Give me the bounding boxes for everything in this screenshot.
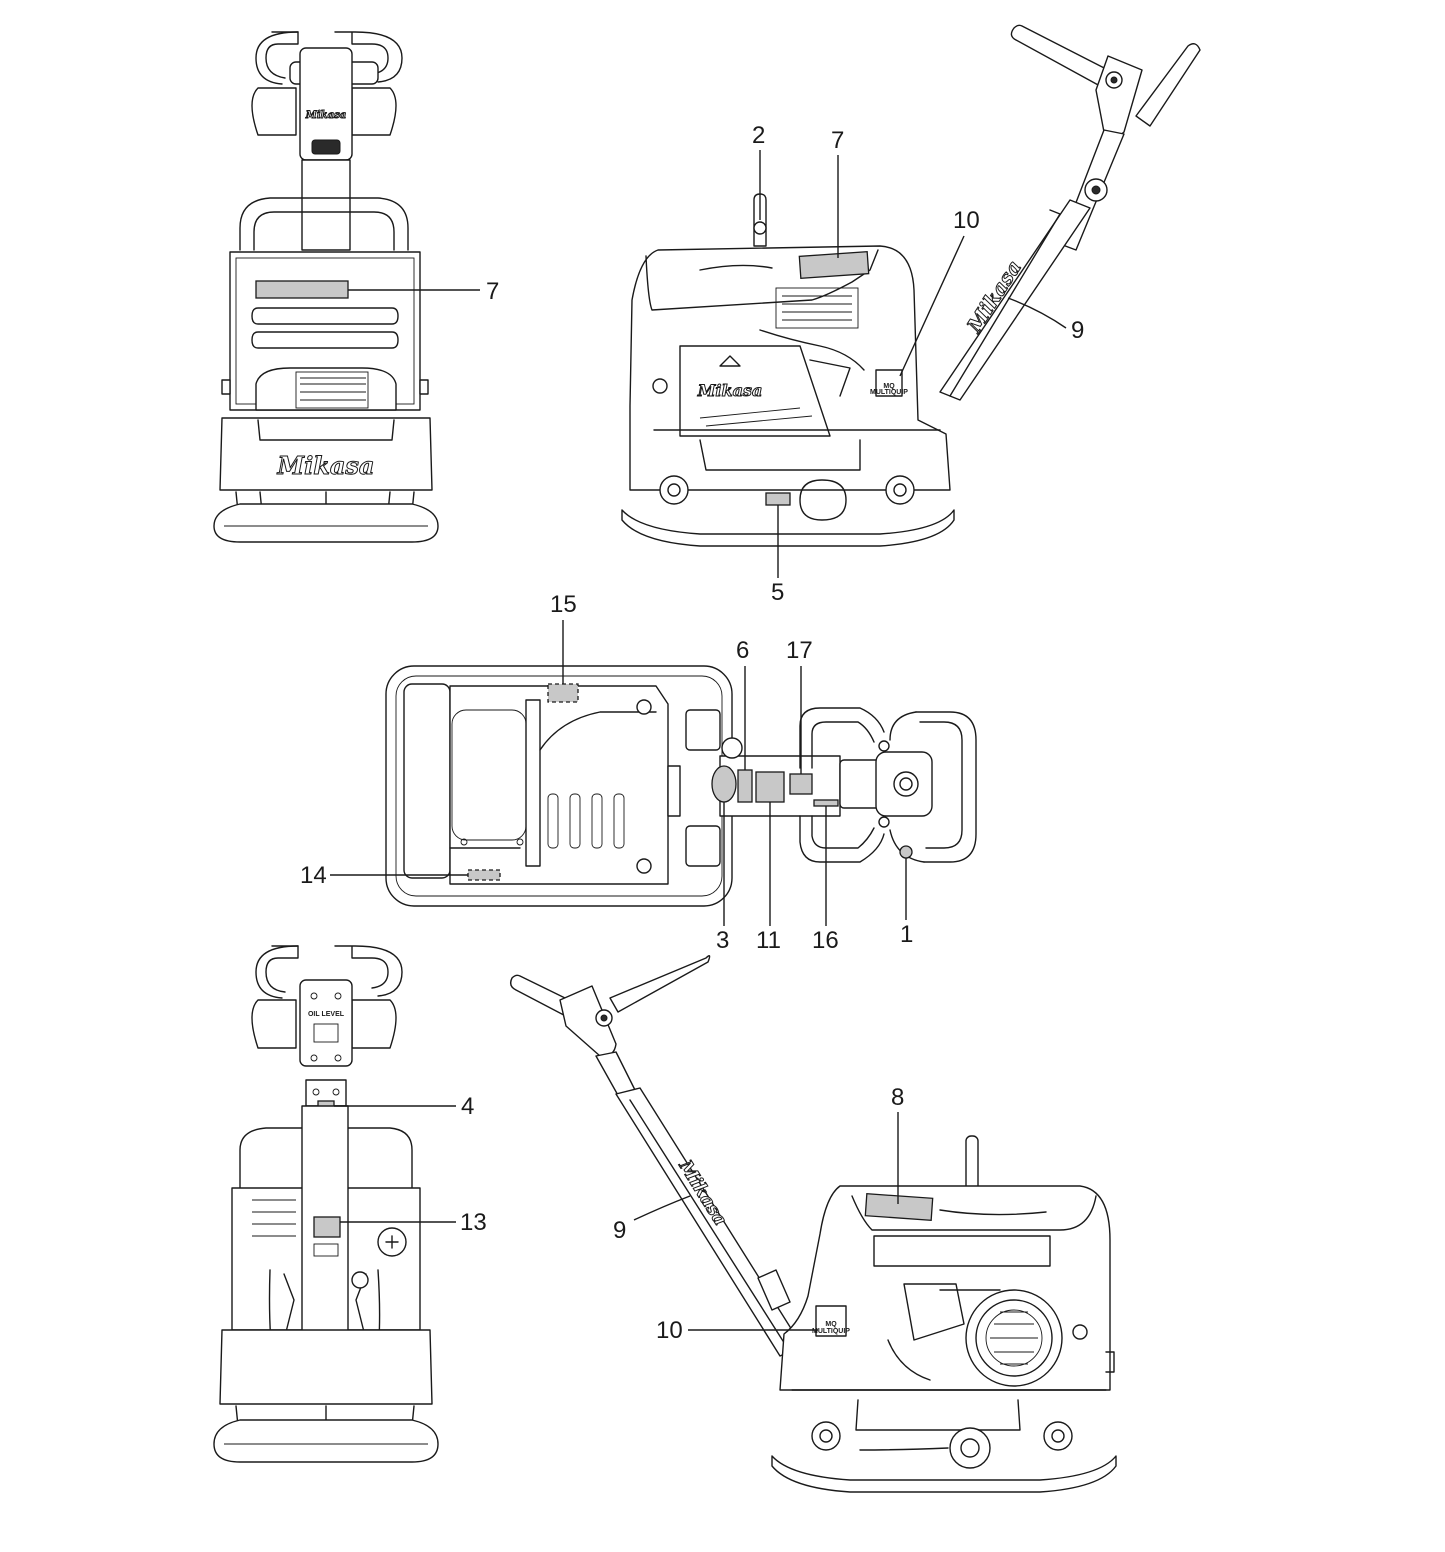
callout-4: 4 — [461, 1093, 474, 1120]
rear-view: OIL LEVEL 4 13 — [213, 945, 487, 1463]
decal-11 — [755, 771, 785, 803]
front-handle-logo: Mikasa — [305, 110, 346, 121]
callout-8: 8 — [891, 1084, 904, 1111]
top-view: 15 6 17 14 3 11 16 1 — [300, 591, 977, 954]
decal-1 — [899, 845, 913, 859]
callout-1: 1 — [900, 921, 913, 948]
decal-17 — [789, 773, 813, 795]
decal-6 — [737, 769, 753, 803]
callout-10-right: 10 — [953, 207, 980, 234]
oil-level-text: OIL LEVEL — [308, 1011, 345, 1018]
callout-7-front: 7 — [486, 278, 499, 305]
front-skirt-logo: Mikasa — [277, 451, 375, 480]
mq-badge-right-mark: MQ — [883, 383, 895, 390]
mq-badge-right-text: MULTIQUIP — [870, 389, 908, 396]
mq-badge-left-text: MULTIQUIP — [812, 1328, 850, 1335]
callout-14: 14 — [300, 862, 327, 889]
callout-6: 6 — [736, 637, 749, 664]
decal-3 — [711, 765, 737, 803]
mq-badge-left-mark: MQ — [825, 1321, 837, 1328]
decal-14 — [467, 869, 501, 881]
callout-15: 15 — [550, 591, 577, 618]
decal-5 — [765, 492, 791, 506]
mq-badge-right — [875, 369, 903, 397]
callout-3: 3 — [716, 927, 729, 954]
decal-16 — [813, 799, 839, 807]
callout-9-right: 9 — [1071, 317, 1084, 344]
callout-9-left: 9 — [613, 1217, 626, 1244]
decal-13 — [313, 1216, 341, 1238]
callout-7-right: 7 — [831, 127, 844, 154]
housing-logo-right: Mikasa — [697, 381, 763, 400]
decal-15 — [547, 683, 579, 703]
callout-10-left: 10 — [656, 1317, 683, 1344]
left-side-view: Mikasa MQ MULTIQUIP 8 9 10 — [509, 955, 1117, 1493]
callout-17: 17 — [786, 637, 813, 664]
callout-2: 2 — [752, 122, 765, 149]
right-side-view: Mikasa Mikasa MQ MULTIQUIP 2 7 10 — [621, 24, 1201, 606]
callout-11: 11 — [756, 927, 781, 954]
decal-8 — [864, 1193, 934, 1221]
mq-badge-left — [815, 1305, 847, 1337]
decal-7-front — [255, 280, 349, 299]
front-view: Mikasa Mikasa 7 — [213, 31, 499, 543]
callout-5: 5 — [771, 579, 784, 606]
decal-7-right — [798, 250, 870, 280]
callout-16: 16 — [812, 927, 839, 954]
callout-13: 13 — [460, 1209, 487, 1236]
